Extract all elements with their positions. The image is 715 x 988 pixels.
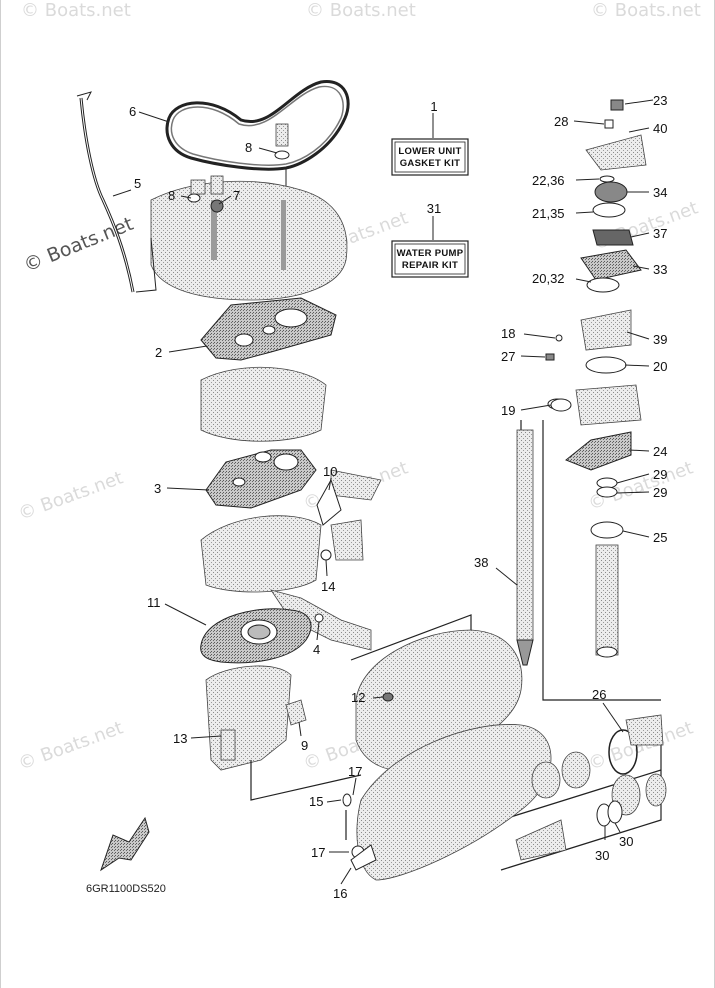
watermark-text: © Boats.net bbox=[21, 0, 131, 21]
part-13-plug bbox=[220, 729, 236, 761]
callout-21-35: 21,35 bbox=[532, 206, 565, 221]
callout-29: 29 bbox=[653, 467, 667, 482]
callout-14: 14 bbox=[321, 579, 335, 594]
kit-box-lower-unit: LOWER UNIT GASKET KIT bbox=[391, 113, 469, 176]
diagram-code: 6GR1100DS520 bbox=[86, 883, 166, 895]
callout-25: 25 bbox=[653, 530, 667, 545]
callout-31: 31 bbox=[427, 201, 441, 216]
upper-housing bbox=[135, 180, 348, 301]
callout-38: 38 bbox=[474, 555, 488, 570]
kit-31-line2: REPAIR KIT bbox=[402, 260, 458, 271]
callout-9: 9 bbox=[301, 738, 308, 753]
callout-24: 24 bbox=[653, 444, 667, 459]
callout-29: 29 bbox=[653, 485, 667, 500]
callout-7: 7 bbox=[233, 188, 240, 203]
part-14-o-ring bbox=[320, 549, 332, 561]
fittings-7-8 bbox=[187, 123, 290, 213]
watermark-layer: © Boats.net © Boats.net © Boats.net © Bo… bbox=[16, 0, 701, 775]
prop-shaft-parts bbox=[515, 714, 667, 861]
callout-30: 30 bbox=[595, 848, 609, 863]
callout-16: 16 bbox=[333, 886, 347, 901]
callout-30: 30 bbox=[619, 834, 633, 849]
callout-4: 4 bbox=[313, 642, 320, 657]
callout-15: 15 bbox=[309, 794, 323, 809]
callout-2: 2 bbox=[155, 345, 162, 360]
kit-31-line1: WATER PUMP bbox=[397, 248, 464, 259]
callout-1: 1 bbox=[430, 99, 437, 114]
callout-12: 12 bbox=[351, 690, 365, 705]
callout-5: 5 bbox=[134, 176, 141, 191]
mid-housing bbox=[200, 366, 327, 442]
callout-6: 6 bbox=[129, 104, 136, 119]
callout-17: 17 bbox=[348, 764, 362, 779]
callout-34: 34 bbox=[653, 185, 667, 200]
callout-11: 11 bbox=[147, 595, 161, 610]
part-4-pin bbox=[314, 613, 324, 623]
callout-27: 27 bbox=[501, 349, 515, 364]
callout-20: 20 bbox=[653, 359, 667, 374]
leader-lines bbox=[112, 99, 654, 885]
callout-39: 39 bbox=[653, 332, 667, 347]
part-9-anode bbox=[285, 699, 307, 726]
water-pump-stack bbox=[565, 99, 647, 658]
watermark-text: © Boats.net bbox=[306, 0, 416, 21]
small-parts bbox=[316, 334, 572, 871]
part-11-gasket bbox=[200, 608, 312, 664]
callout-3: 3 bbox=[154, 481, 161, 496]
part-5-tube bbox=[76, 91, 135, 293]
callout-20-32: 20,32 bbox=[532, 271, 565, 286]
callout-33: 33 bbox=[653, 262, 667, 277]
callout-19: 19 bbox=[501, 403, 515, 418]
callout-23: 23 bbox=[653, 93, 667, 108]
gearcase-body-lower bbox=[356, 724, 552, 881]
part-2-gasket bbox=[200, 297, 337, 361]
watermark-text: © Boats.net bbox=[16, 467, 126, 524]
watermark-text: © Boats.net bbox=[16, 717, 126, 774]
callout-37: 37 bbox=[653, 226, 667, 241]
part-38-drive-shaft bbox=[516, 398, 567, 666]
callout-13: 13 bbox=[173, 731, 187, 746]
callout-17: 17 bbox=[311, 845, 325, 860]
front-direction-arrow-icon bbox=[100, 816, 150, 872]
kit-1-line2: GASKET KIT bbox=[400, 158, 461, 169]
callout-10: 10 bbox=[323, 464, 337, 479]
lower-gearcase-upper bbox=[205, 665, 292, 771]
callout-labels: 1 31 6 5 8 8 7 2 3 10 14 4 11 12 13 9 17… bbox=[129, 93, 667, 901]
bracket-part bbox=[330, 519, 364, 561]
callout-8: 8 bbox=[168, 188, 175, 203]
callout-8: 8 bbox=[245, 140, 252, 155]
callout-40: 40 bbox=[653, 121, 667, 136]
callout-18: 18 bbox=[501, 326, 515, 341]
callout-22-36: 22,36 bbox=[532, 173, 565, 188]
part-3-gasket bbox=[205, 449, 317, 509]
callout-28: 28 bbox=[554, 114, 568, 129]
kit-1-line1: LOWER UNIT bbox=[398, 146, 461, 157]
pump-housing bbox=[200, 515, 322, 593]
callout-26: 26 bbox=[592, 687, 606, 702]
watermark-text-primary: © Boats.net bbox=[21, 213, 137, 277]
watermark-text: © Boats.net bbox=[591, 0, 701, 21]
kit-box-water-pump: WATER PUMP REPAIR KIT bbox=[391, 216, 469, 278]
